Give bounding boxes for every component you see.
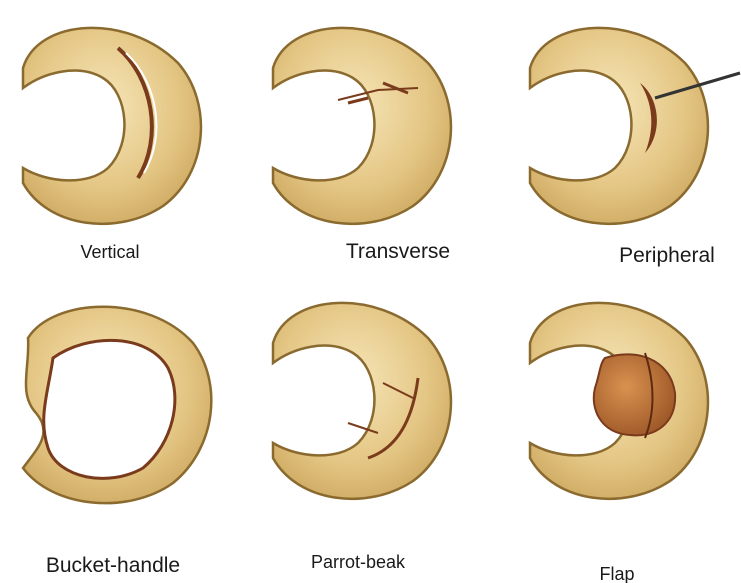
label-bucket-handle: Bucket-handle — [46, 554, 180, 577]
label-transverse: Transverse — [346, 240, 450, 263]
flap-tear-illustration — [530, 303, 708, 499]
parrot-beak-tear-illustration — [273, 303, 451, 499]
peripheral-tear-illustration — [530, 28, 740, 224]
bucket-handle-tear-illustration — [23, 307, 211, 503]
label-peripheral: Peripheral — [619, 244, 715, 267]
meniscus-shape — [273, 303, 451, 499]
vertical-tear-illustration — [23, 28, 201, 224]
flap-fragment — [594, 354, 675, 435]
meniscus-shape — [530, 28, 708, 224]
transverse-tear-illustration — [273, 28, 451, 224]
label-vertical: Vertical — [80, 242, 139, 262]
meniscus-shape — [273, 28, 451, 224]
label-flap: Flap — [599, 564, 634, 583]
label-parrot-beak: Parrot-beak — [311, 552, 406, 572]
tear-opening — [44, 340, 175, 478]
meniscus-shape — [23, 28, 201, 224]
